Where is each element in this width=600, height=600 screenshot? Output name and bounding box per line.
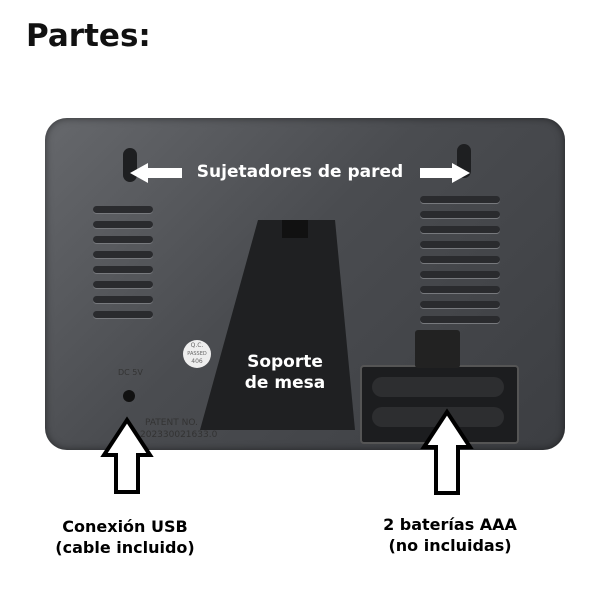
qc-sticker: Q.C. PASSED 406 — [183, 340, 211, 368]
battery-label: 2 baterías AAA (no incluidas) — [383, 515, 517, 555]
wall-mounts-label: Sujetadores de pared — [196, 162, 404, 182]
patent-number: 202330021633.0 — [140, 430, 218, 440]
arrow-up-battery-icon — [420, 408, 474, 495]
arrow-left-icon — [130, 163, 182, 183]
arrow-up-usb-icon — [100, 416, 154, 494]
battery-latch[interactable] — [415, 330, 460, 368]
usb-label: Conexión USB (cable incluido) — [55, 517, 195, 557]
dc-label: DC 5V — [118, 368, 143, 377]
arrow-right-icon — [420, 163, 470, 183]
stand-label: Soporte de mesa — [244, 352, 326, 393]
page-title: Partes: — [26, 18, 151, 54]
patent-label: PATENT NO. — [145, 418, 198, 428]
usb-port[interactable] — [123, 390, 135, 402]
